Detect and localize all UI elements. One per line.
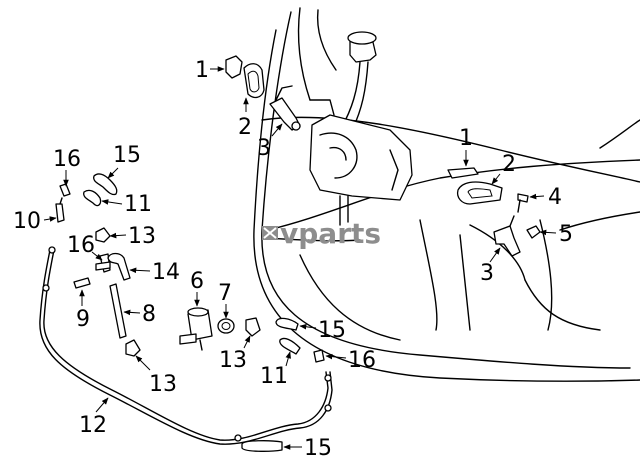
callout-number: 1 <box>195 58 209 83</box>
callout-labels: 1 2 3 1 2 4 5 3 16 15 11 10 13 16 14 9 8… <box>13 58 573 461</box>
leader-lines <box>43 66 557 450</box>
part-14-hose <box>107 252 131 281</box>
gear-icon <box>262 226 278 240</box>
part-13-check-valve <box>245 317 261 337</box>
part-1-cap-right <box>447 167 479 179</box>
part-3-nozzle-right <box>493 215 521 257</box>
callout-number: 2 <box>238 115 252 140</box>
callout-number: 11 <box>260 364 288 389</box>
part-9-hose <box>73 277 91 289</box>
callout-number: 9 <box>76 307 90 332</box>
callout-number: 14 <box>152 260 180 285</box>
part-1-cap-upper <box>225 55 243 79</box>
part-2-bezel-right <box>456 181 503 205</box>
part-13-clip-top <box>95 227 111 243</box>
part-2-bezel-upper <box>243 63 265 99</box>
callout-number: 12 <box>79 413 107 438</box>
part-16-connector-mid <box>313 349 325 363</box>
part-8-hose <box>109 283 127 339</box>
callout-number: 16 <box>67 233 95 258</box>
callout-number: 13 <box>219 348 247 373</box>
part-13-clip-lower <box>125 339 141 357</box>
callout-number: 16 <box>348 348 376 373</box>
part-5-clip <box>526 225 541 239</box>
callout-number: 15 <box>318 318 346 343</box>
callout-number: 15 <box>304 436 332 461</box>
watermark: vparts <box>262 217 381 250</box>
callout-number: 3 <box>480 261 494 286</box>
callout-number: 3 <box>257 136 271 161</box>
callout-number: 11 <box>124 192 152 217</box>
callout-number: 16 <box>53 147 81 172</box>
callout-number: 2 <box>502 152 516 177</box>
part-10-hose <box>55 197 65 223</box>
callout-number: 4 <box>548 185 562 210</box>
part-12-washer-line <box>39 246 333 445</box>
callout-number: 5 <box>559 222 573 247</box>
part-3-nozzle-upper <box>269 85 301 131</box>
part-4-bolt <box>517 193 529 213</box>
callout-number: 10 <box>13 209 41 234</box>
part-7-grommet <box>217 318 235 334</box>
part-11-hose-mid <box>279 337 301 355</box>
bumper-fascia-outline <box>253 7 640 383</box>
watermark-text: vparts <box>280 217 381 250</box>
part-11-hose-top <box>83 189 102 207</box>
washer-reservoir <box>309 31 413 226</box>
callout-number: 1 <box>459 126 473 151</box>
callout-number: 6 <box>190 269 204 294</box>
part-15-hose-top <box>93 173 118 196</box>
callout-number: 8 <box>142 302 156 327</box>
callout-number: 13 <box>149 372 177 397</box>
callout-number: 15 <box>113 143 141 168</box>
callout-number: 13 <box>128 224 156 249</box>
part-16-connector-top <box>59 183 71 197</box>
part-15-hose-bottom <box>241 440 283 452</box>
callout-number: 7 <box>218 281 232 306</box>
part-6-washer-pump <box>179 307 213 351</box>
part-15-hose-mid <box>275 317 299 331</box>
